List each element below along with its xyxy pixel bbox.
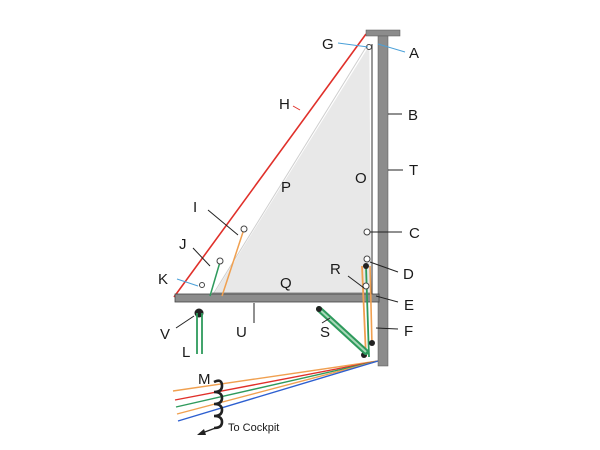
leader-a	[377, 43, 406, 53]
leader-h	[292, 105, 301, 111]
label-r: R	[330, 261, 341, 278]
label-l: L	[182, 344, 190, 361]
label-j: J	[179, 236, 187, 253]
boom	[174, 293, 380, 303]
luff-cringle-d	[363, 255, 371, 263]
label-k: K	[158, 271, 168, 288]
label-v: V	[160, 326, 170, 343]
cockpit-line-1	[172, 360, 379, 392]
vang-s-top	[316, 306, 322, 312]
label-p: P	[281, 179, 291, 196]
leader-k	[176, 278, 199, 287]
cockpit-line-3	[175, 360, 379, 408]
leader-v	[175, 315, 195, 329]
vang-s-core	[318, 308, 367, 353]
to-cockpit-text: To Cockpit	[228, 422, 279, 434]
label-g: G	[322, 36, 334, 53]
leader-g	[337, 42, 369, 48]
leader-d	[369, 261, 399, 273]
label-e: E	[404, 297, 414, 314]
label-h: H	[279, 96, 290, 113]
leader-f	[375, 327, 399, 330]
base-block-1	[369, 340, 375, 346]
luff-cringle-c	[363, 228, 371, 236]
label-d: D	[403, 266, 414, 283]
cockpit-line-4	[176, 360, 379, 415]
to-cockpit-arrowhead	[197, 429, 206, 435]
leader-s	[321, 317, 331, 324]
leader-r	[347, 275, 365, 289]
leader-e	[375, 295, 399, 303]
reef-cringle-j	[216, 257, 224, 265]
label-b: B	[408, 107, 418, 124]
halyard-orange-2	[369, 265, 373, 346]
label-f: F	[404, 323, 413, 340]
forestay-line	[173, 33, 367, 298]
reef-line-i	[221, 228, 245, 297]
label-t: T	[409, 162, 418, 179]
leader-i	[207, 209, 239, 236]
sail-leech-edge	[211, 43, 369, 297]
reef-line-j	[209, 261, 221, 297]
label-i: I	[193, 199, 197, 216]
halyard-green	[365, 265, 370, 358]
masthead-cap	[365, 29, 401, 37]
tack-cringle-k	[199, 282, 205, 288]
label-u: U	[236, 324, 247, 341]
mast	[377, 35, 389, 367]
cockpit-line-2	[174, 360, 379, 401]
label-q: Q	[280, 275, 292, 292]
coiled-line-ends	[213, 379, 224, 430]
halyard-orange	[361, 265, 367, 358]
to-cockpit-arrow	[201, 425, 222, 434]
turning-block-e	[362, 282, 370, 290]
label-a: A	[409, 45, 419, 62]
label-o: O	[355, 170, 367, 187]
cockpit-line-5	[177, 360, 379, 422]
label-m: M	[198, 371, 211, 388]
turning-block-r	[363, 263, 369, 269]
label-c: C	[409, 225, 420, 242]
leader-j	[192, 247, 211, 267]
label-s: S	[320, 324, 330, 341]
reef-cringle-i	[240, 225, 248, 233]
